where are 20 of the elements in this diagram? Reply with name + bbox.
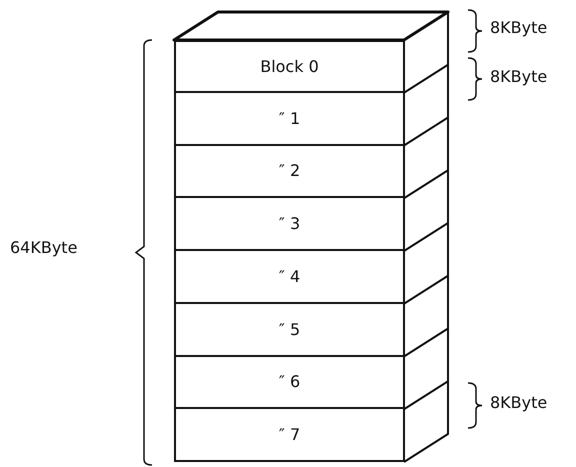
block-label: ″ 1 [278,108,300,128]
block-label: ″ 7 [278,425,300,444]
size-label: 8KByte [490,393,548,412]
block-label: ″ 6 [278,372,300,392]
memory-block [174,144,405,198]
size-label: 8KByte [490,18,548,37]
memory-block [174,356,405,410]
block-label: ″ 4 [278,266,300,286]
memory-block [174,302,405,356]
memory-block [174,197,405,251]
memory-block [174,408,405,462]
block-label: ″ 2 [278,161,300,180]
block-label: Block 0 [260,56,319,76]
size-label: 8KByte [490,67,548,86]
memory-block [174,250,405,304]
memory-block [174,92,405,146]
size-label: 64KByte [10,238,78,257]
block-label: ″ 3 [278,214,300,234]
block-label: ″ 5 [278,320,300,339]
memory-block [174,40,405,93]
